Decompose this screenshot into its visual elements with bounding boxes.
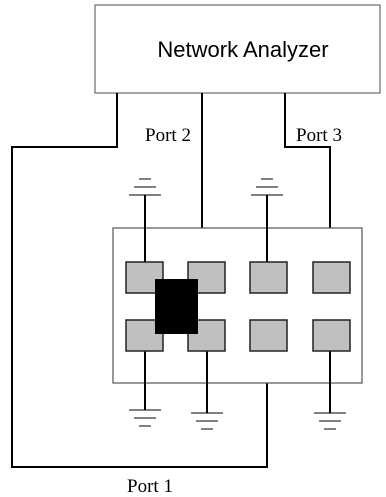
network-analyzer-box xyxy=(94,4,381,94)
device-under-test xyxy=(155,279,198,334)
port1-label: Port 1 xyxy=(127,476,173,497)
port3-cable xyxy=(284,93,331,262)
port1-cable xyxy=(11,93,268,468)
ground-symbol-top-1 xyxy=(129,178,161,196)
network-analyzer-label: Network Analyzer xyxy=(157,37,328,62)
port3-label: Port 3 xyxy=(296,125,342,146)
pad-bottom-3 xyxy=(249,319,288,352)
pad-top-4 xyxy=(312,261,351,294)
board-outline xyxy=(112,227,363,384)
network-analyzer: Network Analyzer xyxy=(94,4,381,94)
port2-label: Port 2 xyxy=(145,125,191,146)
pad-top-3 xyxy=(249,261,288,294)
pad-bottom-4 xyxy=(312,319,351,352)
ground-symbol-bottom-4 xyxy=(314,412,346,430)
ground-symbol-top-3 xyxy=(251,178,283,196)
ground-symbol-bottom-1 xyxy=(129,409,161,427)
ground-symbol-bottom-2 xyxy=(191,412,223,430)
